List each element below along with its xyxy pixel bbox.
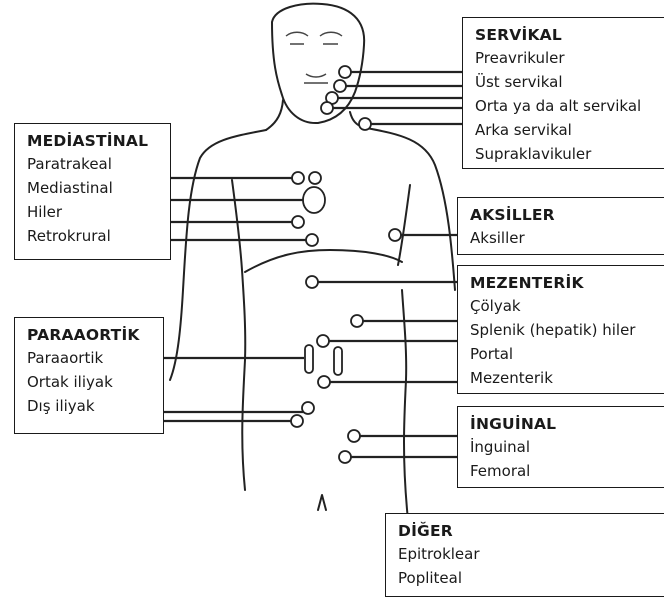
node-inguinal [348,430,360,442]
inguinal-item: Femoral [470,459,658,483]
node-aksiller [389,229,401,241]
mediastinal-box: MEDİASTİNAL Paratrakeal Mediastinal Hile… [14,123,171,260]
mediastinal-title: MEDİASTİNAL [27,130,162,152]
body-outline [170,4,455,520]
node-paratrakeal [292,172,304,184]
mouth [304,74,328,83]
servikal-item: Supraklavikuler [475,142,661,166]
node-supraklavikuler [359,118,371,130]
right-eye [320,32,342,44]
right-shoulder-arm [366,128,455,290]
node-retrokrural [306,234,318,246]
node-arka-servikal [321,102,333,114]
node-ortak-iliyak [302,402,314,414]
inguinal-item: İnguinal [470,435,658,459]
servikal-item: Preavrikuler [475,46,661,70]
servikal-item: Orta ya da alt servikal [475,94,661,118]
diger-item: Popliteal [398,566,658,590]
servikal-item: Üst servikal [475,70,661,94]
node-paratrakeal-2 [309,172,321,184]
aksiller-item: Aksiller [470,226,656,250]
node-paraaortik-left [305,345,313,373]
aksiller-title: AKSİLLER [470,204,656,226]
lymph-node-markers [291,66,401,463]
diaphragm-line [245,250,402,272]
node-ust-servikal [334,80,346,92]
mediastinal-item: Paratrakeal [27,152,162,176]
mediastinal-item: Retrokrural [27,224,162,248]
left-eye [286,32,308,44]
inguinal-box: İNGUİNAL İnguinal Femoral [457,406,664,488]
mezenterik-item: Splenik (hepatik) hiler [470,318,658,342]
mediastinal-item: Mediastinal [27,176,162,200]
inguinal-title: İNGUİNAL [470,413,658,435]
diger-item: Epitroklear [398,542,658,566]
diger-box: DİĞER Epitroklear Popliteal [385,513,664,597]
paraaortik-item: Dış iliyak [27,394,155,418]
servikal-box: SERVİKAL Preavrikuler Üst servikal Orta … [462,17,664,169]
face [286,32,342,83]
node-paraaortik-right [334,347,342,375]
mezenterik-title: MEZENTERİK [470,272,658,294]
mezenterik-item: Portal [470,342,658,366]
left-torso [232,180,245,490]
leader-lines [164,72,462,457]
aksiller-box: AKSİLLER Aksiller [457,197,664,255]
node-dis-iliyak [291,415,303,427]
right-torso [398,185,410,265]
node-mediastinal [303,187,325,213]
inner-legs [318,495,326,510]
paraaortik-item: Paraaortik [27,346,155,370]
right-waist [402,290,408,520]
node-mezenterik [318,376,330,388]
mezenterik-box: MEZENTERİK Çölyak Splenik (hepatik) hile… [457,265,664,394]
node-splenik-hiler [351,315,363,327]
mezenterik-item: Mezenterik [470,366,658,390]
paraaortik-item: Ortak iliyak [27,370,155,394]
node-colyak [306,276,318,288]
servikal-title: SERVİKAL [475,24,661,46]
head-outline [272,4,364,123]
paraaortik-title: PARAAORTİK [27,324,155,346]
paraaortik-box: PARAAORTİK Paraaortik Ortak iliyak Dış i… [14,317,164,434]
left-shoulder-arm [170,130,266,380]
node-femoral [339,451,351,463]
node-hiler [292,216,304,228]
node-portal [317,335,329,347]
diger-title: DİĞER [398,520,658,542]
node-preavrikuler [339,66,351,78]
neck-left [266,100,283,130]
mediastinal-item: Hiler [27,200,162,224]
mezenterik-item: Çölyak [470,294,658,318]
servikal-item: Arka servikal [475,118,661,142]
